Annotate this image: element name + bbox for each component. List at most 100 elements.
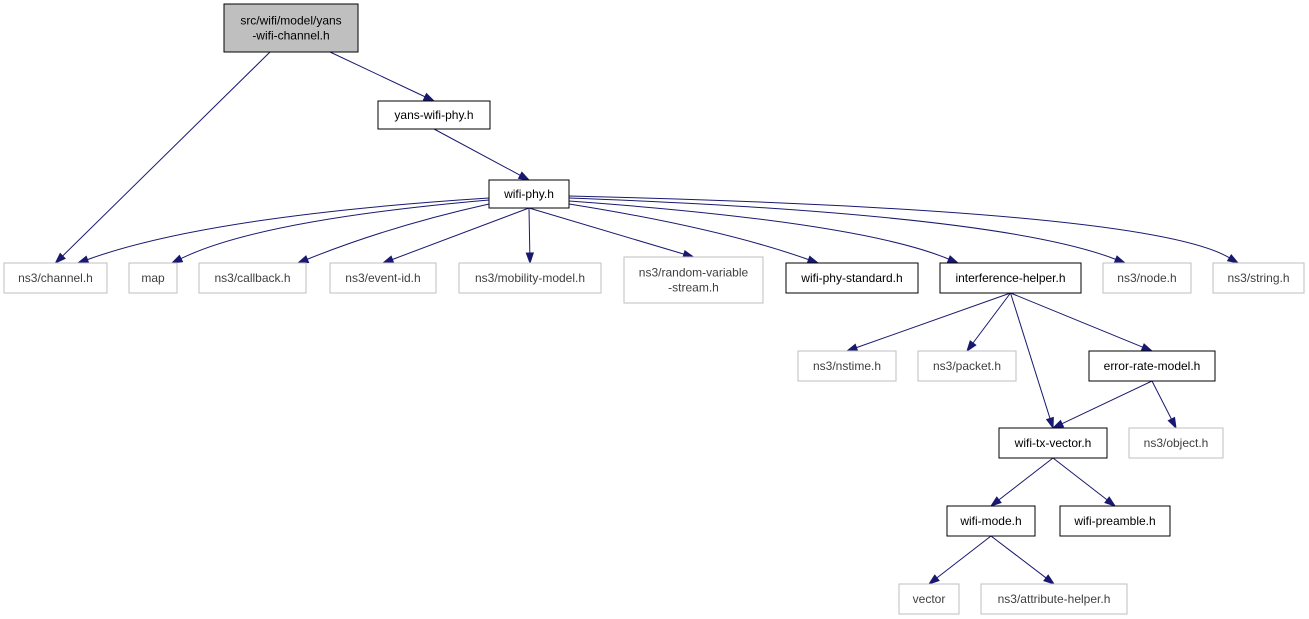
arrowhead: [1045, 416, 1054, 430]
arrowhead: [682, 249, 695, 259]
node-box: [223, 3, 359, 53]
node-label: map: [141, 271, 165, 285]
node-ns3-string: ns3/string.h: [1212, 262, 1305, 294]
edge-error-rate-model-to-ns3-object: [1151, 380, 1177, 430]
node-box: [128, 262, 178, 294]
node-box: [1212, 262, 1305, 294]
edge-yans-wifi-channel-to-ns3-channel: [54, 51, 271, 265]
node-box: [1102, 262, 1192, 294]
node-label: ns3/mobility-model.h: [475, 271, 585, 285]
node-layer: src/wifi/model/yans-wifi-channel.h yans-w…: [3, 3, 1305, 615]
node-label: vector: [913, 592, 946, 606]
node-box: [488, 179, 570, 209]
arrowhead: [1104, 496, 1117, 507]
edge-line: [62, 51, 271, 257]
node-label: -stream.h: [668, 281, 719, 295]
edge-line: [528, 207, 531, 254]
node-ns3-nstime: ns3/nstime.h: [797, 350, 897, 382]
edge-layer: [54, 51, 1240, 585]
edge-line: [990, 535, 1047, 579]
edge-line: [1061, 380, 1153, 425]
edge-line: [392, 207, 530, 260]
edge-line: [433, 128, 521, 176]
arrowhead: [989, 496, 1002, 507]
node-wifi-phy-standard[interactable]: wifi-phy-standard.h: [785, 262, 919, 294]
node-wifi-mode[interactable]: wifi-mode.h: [946, 505, 1036, 537]
edge-line: [528, 207, 685, 255]
arrowhead: [1113, 255, 1127, 264]
node-ns3-random-variable-stream: ns3/random-variable-stream.h: [623, 256, 764, 304]
edge-wifi-phy-to-wifi-phy-standard: [568, 203, 820, 264]
node-box: [458, 262, 602, 294]
node-yans-wifi-channel[interactable]: src/wifi/model/yans-wifi-channel.h: [223, 3, 359, 53]
node-label: yans-wifi-phy.h: [394, 108, 473, 122]
node-label: ns3/attribute-helper.h: [998, 592, 1111, 606]
edge-wifi-phy-to-map: [170, 199, 490, 264]
edge-line: [568, 203, 809, 261]
arrowhead: [76, 255, 90, 264]
arrowhead: [296, 255, 310, 264]
node-box: [980, 583, 1128, 615]
node-box: [998, 427, 1108, 459]
edge-line: [1010, 292, 1051, 419]
node-box: [946, 505, 1036, 537]
edge-interference-helper-to-ns3-packet: [966, 292, 1011, 353]
node-ns3-packet: ns3/packet.h: [917, 350, 1017, 382]
node-label: wifi-phy-standard.h: [800, 271, 902, 285]
node-label: ns3/nstime.h: [813, 359, 881, 373]
node-box: [917, 350, 1017, 382]
edge-line: [1151, 380, 1172, 420]
edge-wifi-phy-to-ns3-string: [568, 195, 1240, 264]
node-box: [939, 262, 1082, 294]
edge-line: [307, 203, 490, 260]
arrowhead: [170, 254, 184, 264]
edge-interference-helper-to-error-rate-model: [1010, 292, 1154, 352]
node-label: ns3/callback.h: [214, 271, 290, 285]
node-label: interference-helper.h: [955, 271, 1065, 285]
edge-interference-helper-to-wifi-tx-vector: [1010, 292, 1054, 430]
node-ns3-attribute-helper: ns3/attribute-helper.h: [980, 583, 1128, 615]
arrowhead: [966, 340, 977, 353]
node-ns3-object: ns3/object.h: [1128, 427, 1224, 459]
node-vector: vector: [898, 583, 960, 615]
node-label: ns3/channel.h: [18, 271, 93, 285]
edge-wifi-tx-vector-to-wifi-preamble: [1052, 457, 1117, 507]
node-label: wifi-tx-vector.h: [1014, 436, 1092, 450]
arrowhead: [806, 255, 820, 264]
node-wifi-preamble[interactable]: wifi-preamble.h: [1059, 505, 1171, 537]
node-box: [1088, 350, 1216, 382]
edge-line: [329, 51, 426, 98]
node-label: wifi-preamble.h: [1073, 514, 1155, 528]
edge-line: [568, 197, 1116, 260]
node-wifi-phy[interactable]: wifi-phy.h: [488, 179, 570, 209]
arrowhead: [422, 92, 436, 102]
node-label: src/wifi/model/yans: [240, 14, 341, 28]
node-box: [898, 583, 960, 615]
node-error-rate-model[interactable]: error-rate-model.h: [1088, 350, 1216, 382]
node-box: [1128, 427, 1224, 459]
node-box: [3, 262, 108, 294]
edge-line: [568, 200, 949, 260]
node-box: [329, 262, 437, 294]
node-yans-wifi-phy[interactable]: yans-wifi-phy.h: [377, 100, 491, 130]
arrowhead: [381, 255, 395, 264]
edge-wifi-phy-to-ns3-channel: [76, 197, 490, 264]
node-wifi-tx-vector[interactable]: wifi-tx-vector.h: [998, 427, 1108, 459]
edge-yans-wifi-phy-to-wifi-phy: [433, 128, 531, 181]
edge-wifi-phy-to-ns3-mobility-model: [525, 207, 535, 265]
arrowhead: [1140, 343, 1154, 352]
node-box: [377, 100, 491, 130]
node-box: [623, 256, 764, 304]
edge-yans-wifi-channel-to-yans-wifi-phy: [329, 51, 436, 102]
edge-error-rate-model-to-wifi-tx-vector: [1051, 380, 1153, 429]
edge-line: [1010, 292, 1143, 348]
node-label: error-rate-model.h: [1104, 359, 1201, 373]
edge-wifi-mode-to-ns3-attribute-helper: [990, 535, 1056, 585]
node-ns3-node: ns3/node.h: [1102, 262, 1192, 294]
arrowhead: [1051, 419, 1065, 429]
node-interference-helper[interactable]: interference-helper.h: [939, 262, 1082, 294]
edge-line: [568, 195, 1230, 259]
arrowhead: [517, 171, 531, 181]
arrowhead: [1226, 253, 1240, 264]
node-label: ns3/object.h: [1144, 436, 1209, 450]
